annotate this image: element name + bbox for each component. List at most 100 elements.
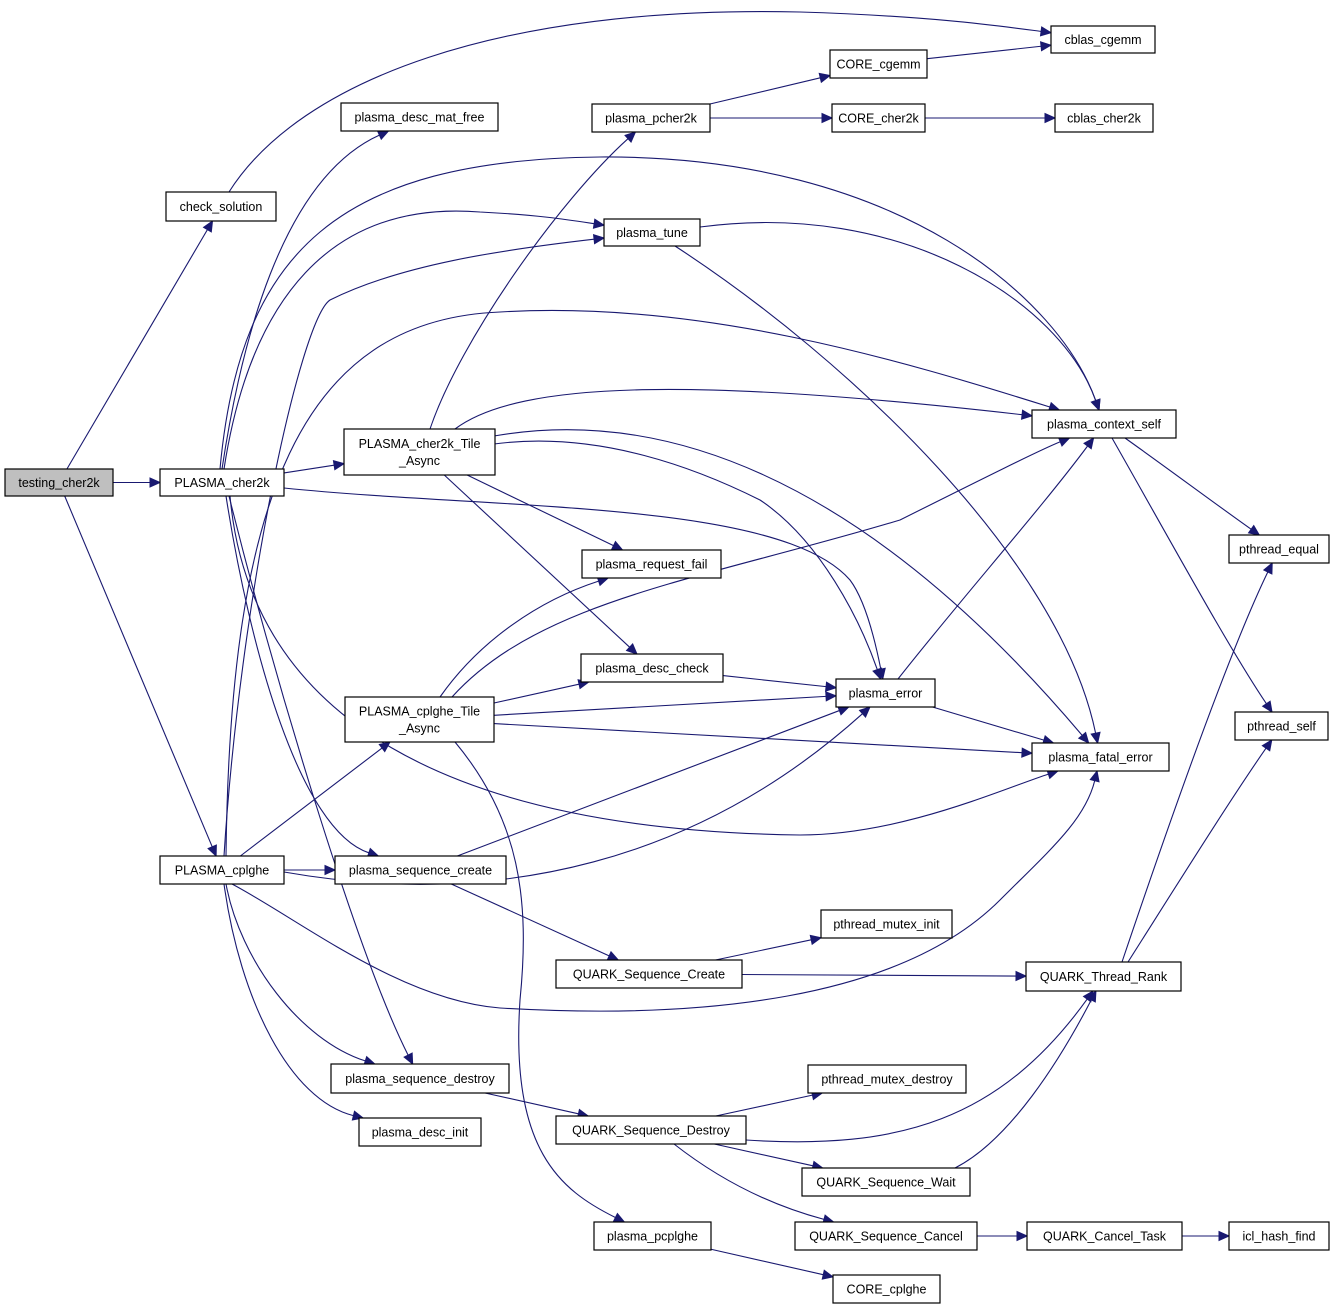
node-quark-thread-rank[interactable]: QUARK_Thread_Rank	[1025, 961, 1182, 992]
node-label: plasma_pcplghe	[607, 1230, 698, 1244]
node-pthread-mutex-destroy[interactable]: pthread_mutex_destroy	[807, 1064, 967, 1094]
edge-line	[1124, 437, 1252, 530]
edge-arrowhead	[612, 1212, 626, 1223]
edge-line	[954, 999, 1092, 1169]
node-box	[555, 1115, 747, 1145]
edge-arrowhead	[149, 477, 162, 488]
edge-arrowhead	[821, 112, 834, 124]
node-label: plasma_sequence_destroy	[345, 1072, 495, 1086]
edge-arrowhead	[324, 864, 337, 876]
edge-PLASMA_cher2k-to-plasma_context_self	[219, 156, 1101, 470]
edge-arrowhead	[1262, 561, 1273, 575]
node-box	[1228, 534, 1330, 564]
node-plasma-cplghe-tile-async[interactable]: PLASMA_cplghe_Tile_Async	[344, 696, 495, 743]
edge-line	[223, 238, 595, 857]
edge-line	[64, 495, 213, 847]
node-plasma-cher2k[interactable]: PLASMA_cher2k	[159, 468, 285, 497]
node-quark-sequence-destroy[interactable]: QUARK_Sequence_Destroy	[555, 1115, 747, 1145]
node-label: PLASMA_cplghe_Tile	[359, 705, 480, 719]
node-quark-sequence-cancel[interactable]: QUARK_Sequence_Cancel	[794, 1221, 978, 1251]
node-label: pthread_equal	[1239, 543, 1319, 557]
edge-plasma_sequence_create-to-plasma_error	[457, 705, 850, 857]
node-label: plasma_desc_init	[372, 1126, 469, 1140]
edge-line	[493, 429, 1083, 736]
edge-line	[926, 45, 1042, 60]
node-box	[330, 1063, 510, 1094]
edge-arrowhead	[1057, 437, 1071, 447]
node-quark-cancel-task[interactable]: QUARK_Cancel_Task	[1026, 1221, 1183, 1251]
edge-line	[223, 883, 354, 1117]
edge-QUARK_Sequence_Create-to-pthread_mutex_init	[715, 934, 823, 961]
edge-line	[454, 388, 1023, 430]
node-icl-hash-find[interactable]: icl_hash_find	[1228, 1221, 1330, 1251]
node-plasma-sequence-create[interactable]: plasma_sequence_create	[334, 855, 507, 885]
node-quark-sequence-create[interactable]: QUARK_Sequence_Create	[555, 959, 743, 989]
node-box	[358, 1117, 482, 1147]
node-label: QUARK_Sequence_Create	[573, 968, 725, 982]
edge-arrowhead	[1021, 747, 1034, 758]
edge-line	[1121, 571, 1269, 963]
node-plasma-cplghe[interactable]: PLASMA_cplghe	[159, 855, 285, 885]
edge-arrowhead	[376, 130, 390, 141]
edge-arrowhead	[1083, 437, 1095, 450]
edge-plasma_tune-to-plasma_fatal_error	[674, 245, 1101, 745]
node-label: plasma_desc_mat_free	[355, 111, 485, 125]
edge-arrowhead	[1261, 700, 1273, 714]
edge-QUARK_Cancel_Task-to-icl_hash_find	[1182, 1230, 1231, 1242]
node-plasma-context-self[interactable]: plasma_context_self	[1031, 409, 1177, 439]
node-plasma-desc-init[interactable]: plasma_desc_init	[358, 1117, 482, 1147]
edge-line	[225, 883, 366, 1062]
node-label: pthread_mutex_destroy	[821, 1073, 953, 1087]
node-cblas-cher2k[interactable]: cblas_cher2k	[1054, 103, 1154, 133]
edge-QUARK_Sequence_Destroy-to-QUARK_Sequence_Wait	[714, 1143, 824, 1171]
edge-PLASMA_cher2k_Tile_Async-to-plasma_context_self	[454, 388, 1034, 430]
node-core-cplghe[interactable]: CORE_cplghe	[832, 1274, 941, 1304]
edge-CORE_cgemm-to-cblas_cgemm	[926, 41, 1053, 60]
node-plasma-desc-check[interactable]: plasma_desc_check	[580, 653, 724, 683]
node-label: plasma_sequence_create	[349, 864, 492, 878]
edge-line	[715, 939, 812, 961]
node-core-cher2k[interactable]: CORE_cher2k	[831, 103, 926, 133]
node-plasma-pcplghe[interactable]: plasma_pcplghe	[593, 1221, 712, 1251]
edge-line	[493, 440, 878, 670]
node-plasma-desc-mat-free[interactable]: plasma_desc_mat_free	[340, 102, 499, 132]
edge-QUARK_Thread_Rank-to-pthread_self	[1127, 738, 1273, 963]
node-box	[1054, 103, 1154, 133]
edge-line	[709, 77, 821, 105]
edge-arrowhead	[858, 706, 871, 718]
edge-arrowhead	[592, 218, 606, 229]
edge-arrowhead	[624, 131, 637, 143]
edge-plasma_tune-to-plasma_context_self	[699, 222, 1101, 412]
node-plasma-sequence-destroy[interactable]: plasma_sequence_destroy	[330, 1063, 510, 1094]
edge-plasma_desc_check-to-plasma_error	[722, 675, 838, 692]
edge-arrowhead	[202, 219, 214, 233]
node-plasma-pcher2k[interactable]: plasma_pcher2k	[591, 103, 711, 133]
edge-arrowhead	[818, 72, 832, 84]
node-check-solution[interactable]: check_solution	[165, 191, 277, 222]
node-label: plasma_error	[849, 687, 923, 701]
edge-plasma_context_self-to-pthread_self	[1111, 437, 1273, 714]
node-plasma-cher2k-tile-async[interactable]: PLASMA_cher2k_Tile_Async	[343, 428, 496, 476]
node-pthread-mutex-init[interactable]: pthread_mutex_init	[820, 909, 953, 939]
node-pthread-equal[interactable]: pthread_equal	[1228, 534, 1330, 564]
edge-arrowhead	[1016, 1230, 1029, 1242]
node-label: plasma_pcher2k	[605, 112, 697, 126]
node-core-cgemm[interactable]: CORE_cgemm	[829, 49, 928, 79]
edge-testing_cher2k-to-check_solution	[66, 219, 214, 470]
node-cblas-cgemm[interactable]: cblas_cgemm	[1050, 25, 1156, 54]
node-pthread-self[interactable]: pthread_self	[1234, 711, 1329, 741]
edge-PLASMA_cplghe_Tile_Async-to-plasma_desc_check	[493, 679, 590, 704]
node-quark-sequence-wait[interactable]: QUARK_Sequence_Wait	[801, 1167, 971, 1197]
edge-line	[219, 156, 1097, 470]
edge-line	[223, 210, 595, 470]
node-plasma-error[interactable]: plasma_error	[835, 678, 936, 708]
edge-PLASMA_cplghe-to-plasma_sequence_create	[284, 864, 337, 876]
node-plasma-fatal-error[interactable]: plasma_fatal_error	[1031, 742, 1170, 772]
edge-line	[710, 1248, 824, 1276]
node-plasma-request-fail[interactable]: plasma_request_fail	[581, 549, 722, 579]
edge-line	[722, 675, 827, 688]
edge-plasma_sequence_create-to-QUARK_Sequence_Create	[451, 883, 620, 961]
node-testing-cher2k[interactable]: testing_cher2k	[4, 468, 114, 497]
node-label: _Async	[398, 454, 440, 468]
node-plasma-tune[interactable]: plasma_tune	[603, 218, 701, 247]
